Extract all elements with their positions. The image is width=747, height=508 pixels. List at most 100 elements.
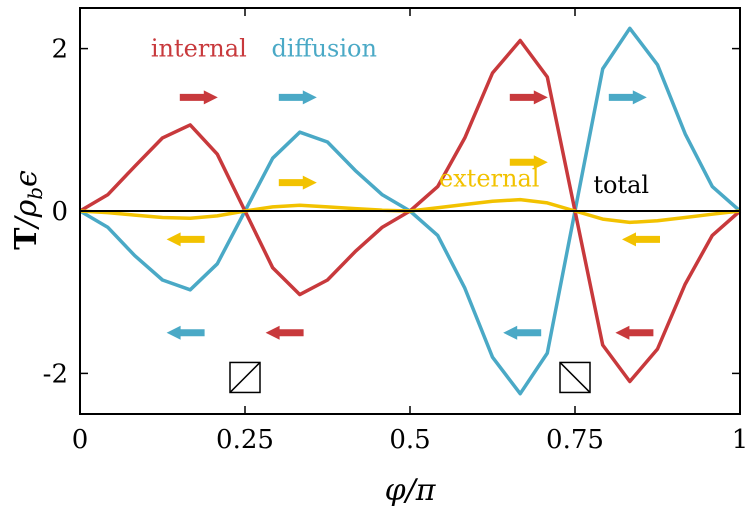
box-markers	[229, 361, 591, 394]
arrow-left-icon	[166, 325, 205, 340]
data-point-total	[546, 210, 548, 212]
data-point-internal	[354, 251, 356, 253]
arrow-left-icon	[166, 232, 205, 247]
y-axis-label-sub: b	[23, 187, 47, 200]
data-point-external	[464, 203, 466, 206]
data-point-internal	[464, 137, 466, 139]
data-point-internal	[272, 267, 274, 269]
data-point-diffusion	[519, 393, 521, 395]
data-point-external	[161, 216, 164, 219]
data-point-external	[107, 212, 109, 214]
data-point-diffusion	[272, 157, 274, 159]
data-point-diffusion	[437, 234, 439, 236]
data-point-total	[464, 210, 466, 212]
data-point-total	[602, 210, 604, 212]
data-point-total	[134, 210, 136, 212]
data-point-external	[656, 220, 659, 222]
data-point-internal	[107, 194, 109, 196]
data-point-total	[189, 210, 191, 212]
data-point-diffusion	[711, 186, 713, 188]
data-point-external	[189, 217, 191, 219]
data-point-internal	[216, 153, 218, 155]
data-point-diffusion	[161, 279, 164, 281]
x-axis-title: φ/π	[385, 473, 437, 508]
y-axis-title: T/ρbϵ	[9, 170, 47, 250]
data-point-external	[354, 207, 356, 210]
data-point-diffusion	[491, 356, 494, 358]
data-point-external	[519, 199, 521, 201]
x-tick-label: 0.5	[389, 425, 430, 455]
data-point-external	[216, 215, 218, 217]
data-point-internal	[299, 294, 301, 296]
marker-diagonal	[229, 361, 261, 393]
series-labels: internal diffusion external total	[151, 35, 649, 199]
series-label-external: external	[439, 165, 540, 193]
y-tick-label: 2	[51, 35, 68, 65]
data-point-total	[656, 210, 659, 212]
data-point-total	[244, 210, 246, 212]
data-point-internal	[437, 186, 439, 188]
x-tick-label: 1	[732, 425, 747, 455]
data-point-internal	[546, 76, 548, 78]
data-point-external	[602, 218, 604, 220]
data-point-internal	[656, 348, 659, 350]
data-point-external	[546, 202, 548, 204]
direction-arrows	[166, 90, 660, 340]
data-point-external	[629, 221, 631, 223]
data-point-internal	[326, 279, 329, 281]
data-point-diffusion	[299, 131, 301, 133]
arrow-left-icon	[622, 232, 660, 247]
data-point-internal	[519, 39, 521, 42]
series-label-internal: internal	[151, 35, 247, 63]
data-point-diffusion	[354, 169, 356, 171]
arrow-right-icon	[179, 90, 218, 105]
arrow-right-icon	[278, 175, 317, 190]
data-point-total	[491, 210, 494, 212]
data-point-diffusion	[107, 226, 109, 228]
data-point-internal	[189, 124, 191, 126]
data-point-diffusion	[326, 141, 329, 143]
arrow-right-icon	[509, 90, 548, 105]
data-point-external	[134, 214, 136, 216]
data-point-total	[381, 210, 383, 212]
data-point-total	[684, 210, 686, 212]
data-point-total	[711, 210, 713, 212]
data-point-internal	[381, 226, 383, 228]
data-point-diffusion	[656, 64, 659, 66]
data-point-total	[354, 210, 356, 212]
data-point-external	[326, 206, 329, 208]
series-total	[79, 210, 741, 212]
data-point-diffusion	[629, 27, 631, 29]
series-label-total: total	[593, 171, 649, 199]
data-point-total	[629, 210, 631, 212]
y-tick-label: -2	[43, 359, 68, 389]
data-point-diffusion	[602, 68, 604, 70]
marker-diagonal	[559, 361, 591, 393]
data-point-internal	[602, 344, 604, 346]
data-point-total	[299, 210, 301, 212]
data-point-external	[299, 204, 301, 206]
y-axis-label-end: ϵ	[9, 170, 44, 187]
data-point-external	[711, 213, 713, 215]
data-point-internal	[134, 165, 136, 167]
arrow-right-icon	[608, 90, 647, 105]
data-point-total	[107, 210, 109, 212]
y-axis-label-rest: /ρ	[9, 199, 44, 230]
data-point-total	[437, 210, 439, 212]
data-point-internal	[161, 137, 164, 139]
data-point-diffusion	[216, 263, 218, 265]
data-point-diffusion	[546, 352, 548, 354]
data-point-diffusion	[381, 194, 383, 196]
data-point-external	[437, 207, 439, 209]
data-point-external	[272, 206, 274, 208]
data-point-diffusion	[684, 133, 686, 135]
x-tick-label: 0.25	[216, 425, 274, 455]
data-point-total	[216, 210, 218, 212]
series-label-diffusion: diffusion	[271, 35, 376, 63]
arrow-left-icon	[265, 325, 304, 340]
arrow-right-icon	[509, 155, 548, 170]
arrow-left-icon	[503, 325, 542, 340]
data-point-total	[326, 210, 329, 212]
